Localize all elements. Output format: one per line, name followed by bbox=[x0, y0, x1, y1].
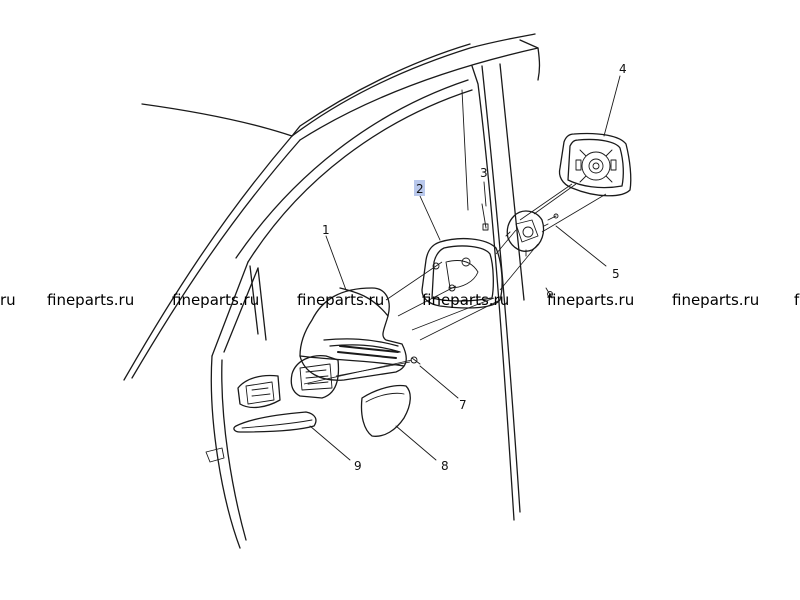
callout-2[interactable]: 2 bbox=[416, 182, 424, 196]
callout-1: 1 bbox=[322, 223, 330, 237]
watermark-text: fineparts.ru bbox=[47, 291, 134, 309]
watermark-text: f bbox=[794, 291, 800, 309]
trim-strip bbox=[233, 411, 317, 433]
callout-7: 7 bbox=[459, 398, 467, 412]
lower-cover bbox=[360, 384, 411, 437]
watermark-text: fineparts.ru bbox=[547, 291, 634, 309]
callout-3: 3 bbox=[480, 166, 488, 180]
leader-lines bbox=[309, 75, 621, 461]
watermark-text: fineparts.ru bbox=[297, 291, 384, 309]
retainer-screw bbox=[481, 203, 489, 231]
vehicle-body-outline bbox=[123, 33, 541, 549]
callout-4: 4 bbox=[619, 62, 627, 76]
callout-8: 8 bbox=[441, 459, 449, 473]
mirror-glass-retainer bbox=[421, 237, 503, 309]
alignment-lines bbox=[303, 183, 607, 385]
watermark-row: ru fineparts.ru fineparts.ru fineparts.r… bbox=[0, 291, 800, 309]
mirror-actuator bbox=[505, 210, 559, 299]
watermark-text: fineparts.ru bbox=[672, 291, 759, 309]
watermark-text: ru bbox=[0, 291, 16, 309]
callout-5: 5 bbox=[612, 267, 620, 281]
callout-9: 9 bbox=[354, 459, 362, 473]
watermark-text: fineparts.ru bbox=[172, 291, 259, 309]
watermark-text: fineparts.ru bbox=[422, 291, 509, 309]
callout-2-highlight bbox=[414, 180, 425, 196]
mirror-glass bbox=[558, 132, 632, 197]
housing-screw bbox=[410, 356, 421, 365]
